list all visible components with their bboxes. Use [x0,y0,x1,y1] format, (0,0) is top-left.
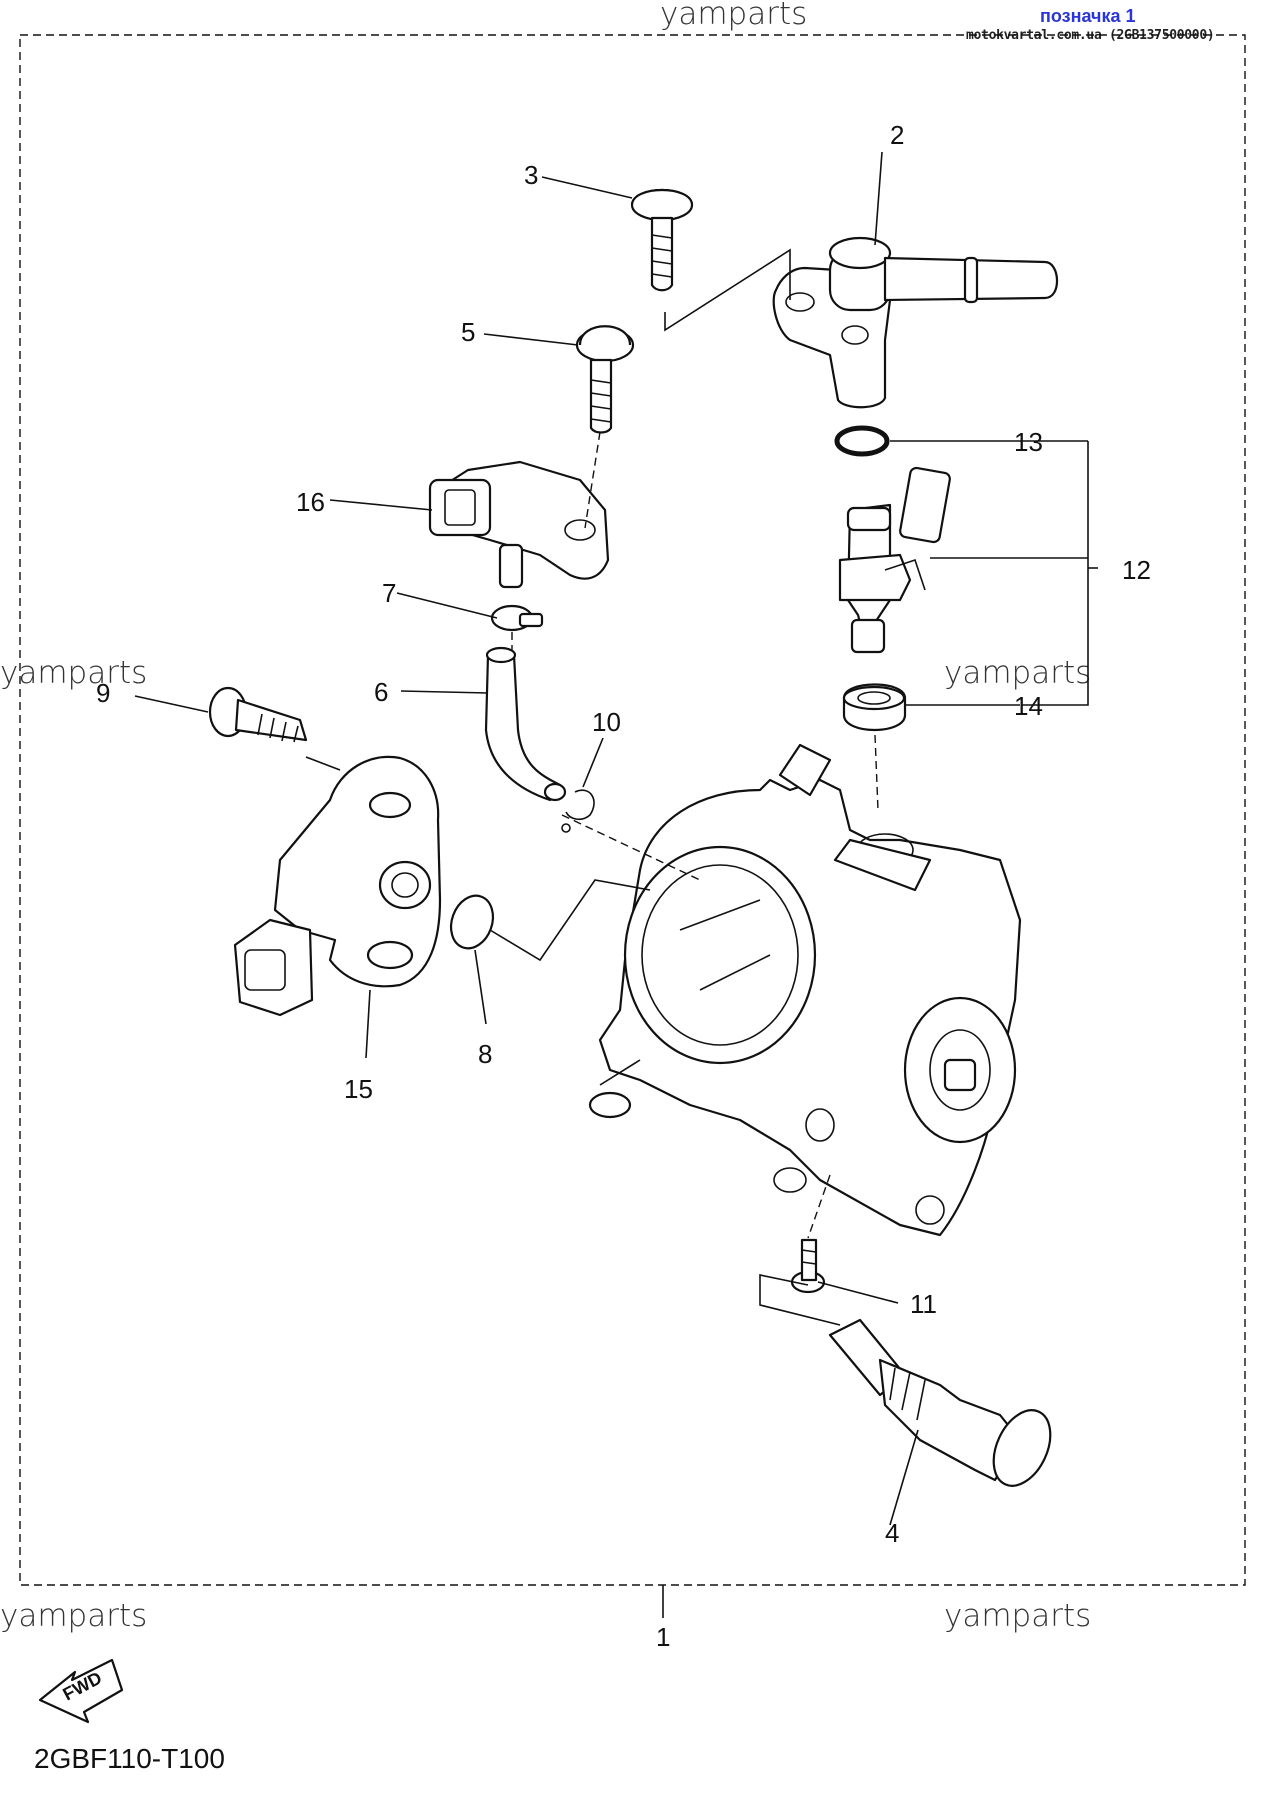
part-13-o-ring [834,425,890,457]
diagram-code: 2GBF110-T100 [34,1743,225,1774]
watermark-bottom-right: yamparts [944,1598,1092,1634]
part-9-bolt [208,686,308,743]
part-14-seal [842,683,907,731]
watermark-bottom-left: yamparts [0,1598,148,1634]
callout-13: 13 [1014,427,1043,457]
callout-14: 14 [1014,691,1043,721]
assembly-frame [19,34,1246,1586]
part-7-clamp [490,604,544,632]
leader-lines [134,151,1098,1618]
part-5-bolt [575,325,635,434]
watermark-right-middle: yamparts [944,655,1092,691]
part-11-screw [790,1238,826,1294]
part-6-hose [484,646,567,802]
part-12-injector [838,466,951,654]
callout-3: 3 [524,160,539,190]
callout-10: 10 [592,707,621,737]
callout-8: 8 [478,1039,493,1069]
part-8-o-ring [449,894,495,950]
callout-1: 1 [656,1622,671,1652]
part-3-bolt [630,188,694,292]
part-1-throttle-body [588,743,1022,1237]
callout-5: 5 [461,317,476,347]
callout-12: 12 [1122,555,1151,585]
callout-2: 2 [890,120,905,150]
callout-15: 15 [344,1074,373,1104]
callout-16: 16 [296,487,325,517]
callout-9: 9 [96,678,111,708]
watermark-left-middle: yamparts [0,655,148,691]
bookmark-link[interactable]: позначка 1 [1040,6,1136,26]
part-4-adjuster [828,1318,1052,1487]
callout-6: 6 [374,677,389,707]
watermark-top: yamparts [660,0,808,32]
part-2-fitting [772,236,1059,409]
part-10-clip [561,789,595,833]
callout-4: 4 [885,1518,900,1548]
part-15-tps [233,755,442,1017]
callout-7: 7 [382,578,397,608]
part-16-sensor [428,460,610,589]
callout-11: 11 [910,1289,937,1319]
fwd-arrow-icon [38,1658,124,1724]
